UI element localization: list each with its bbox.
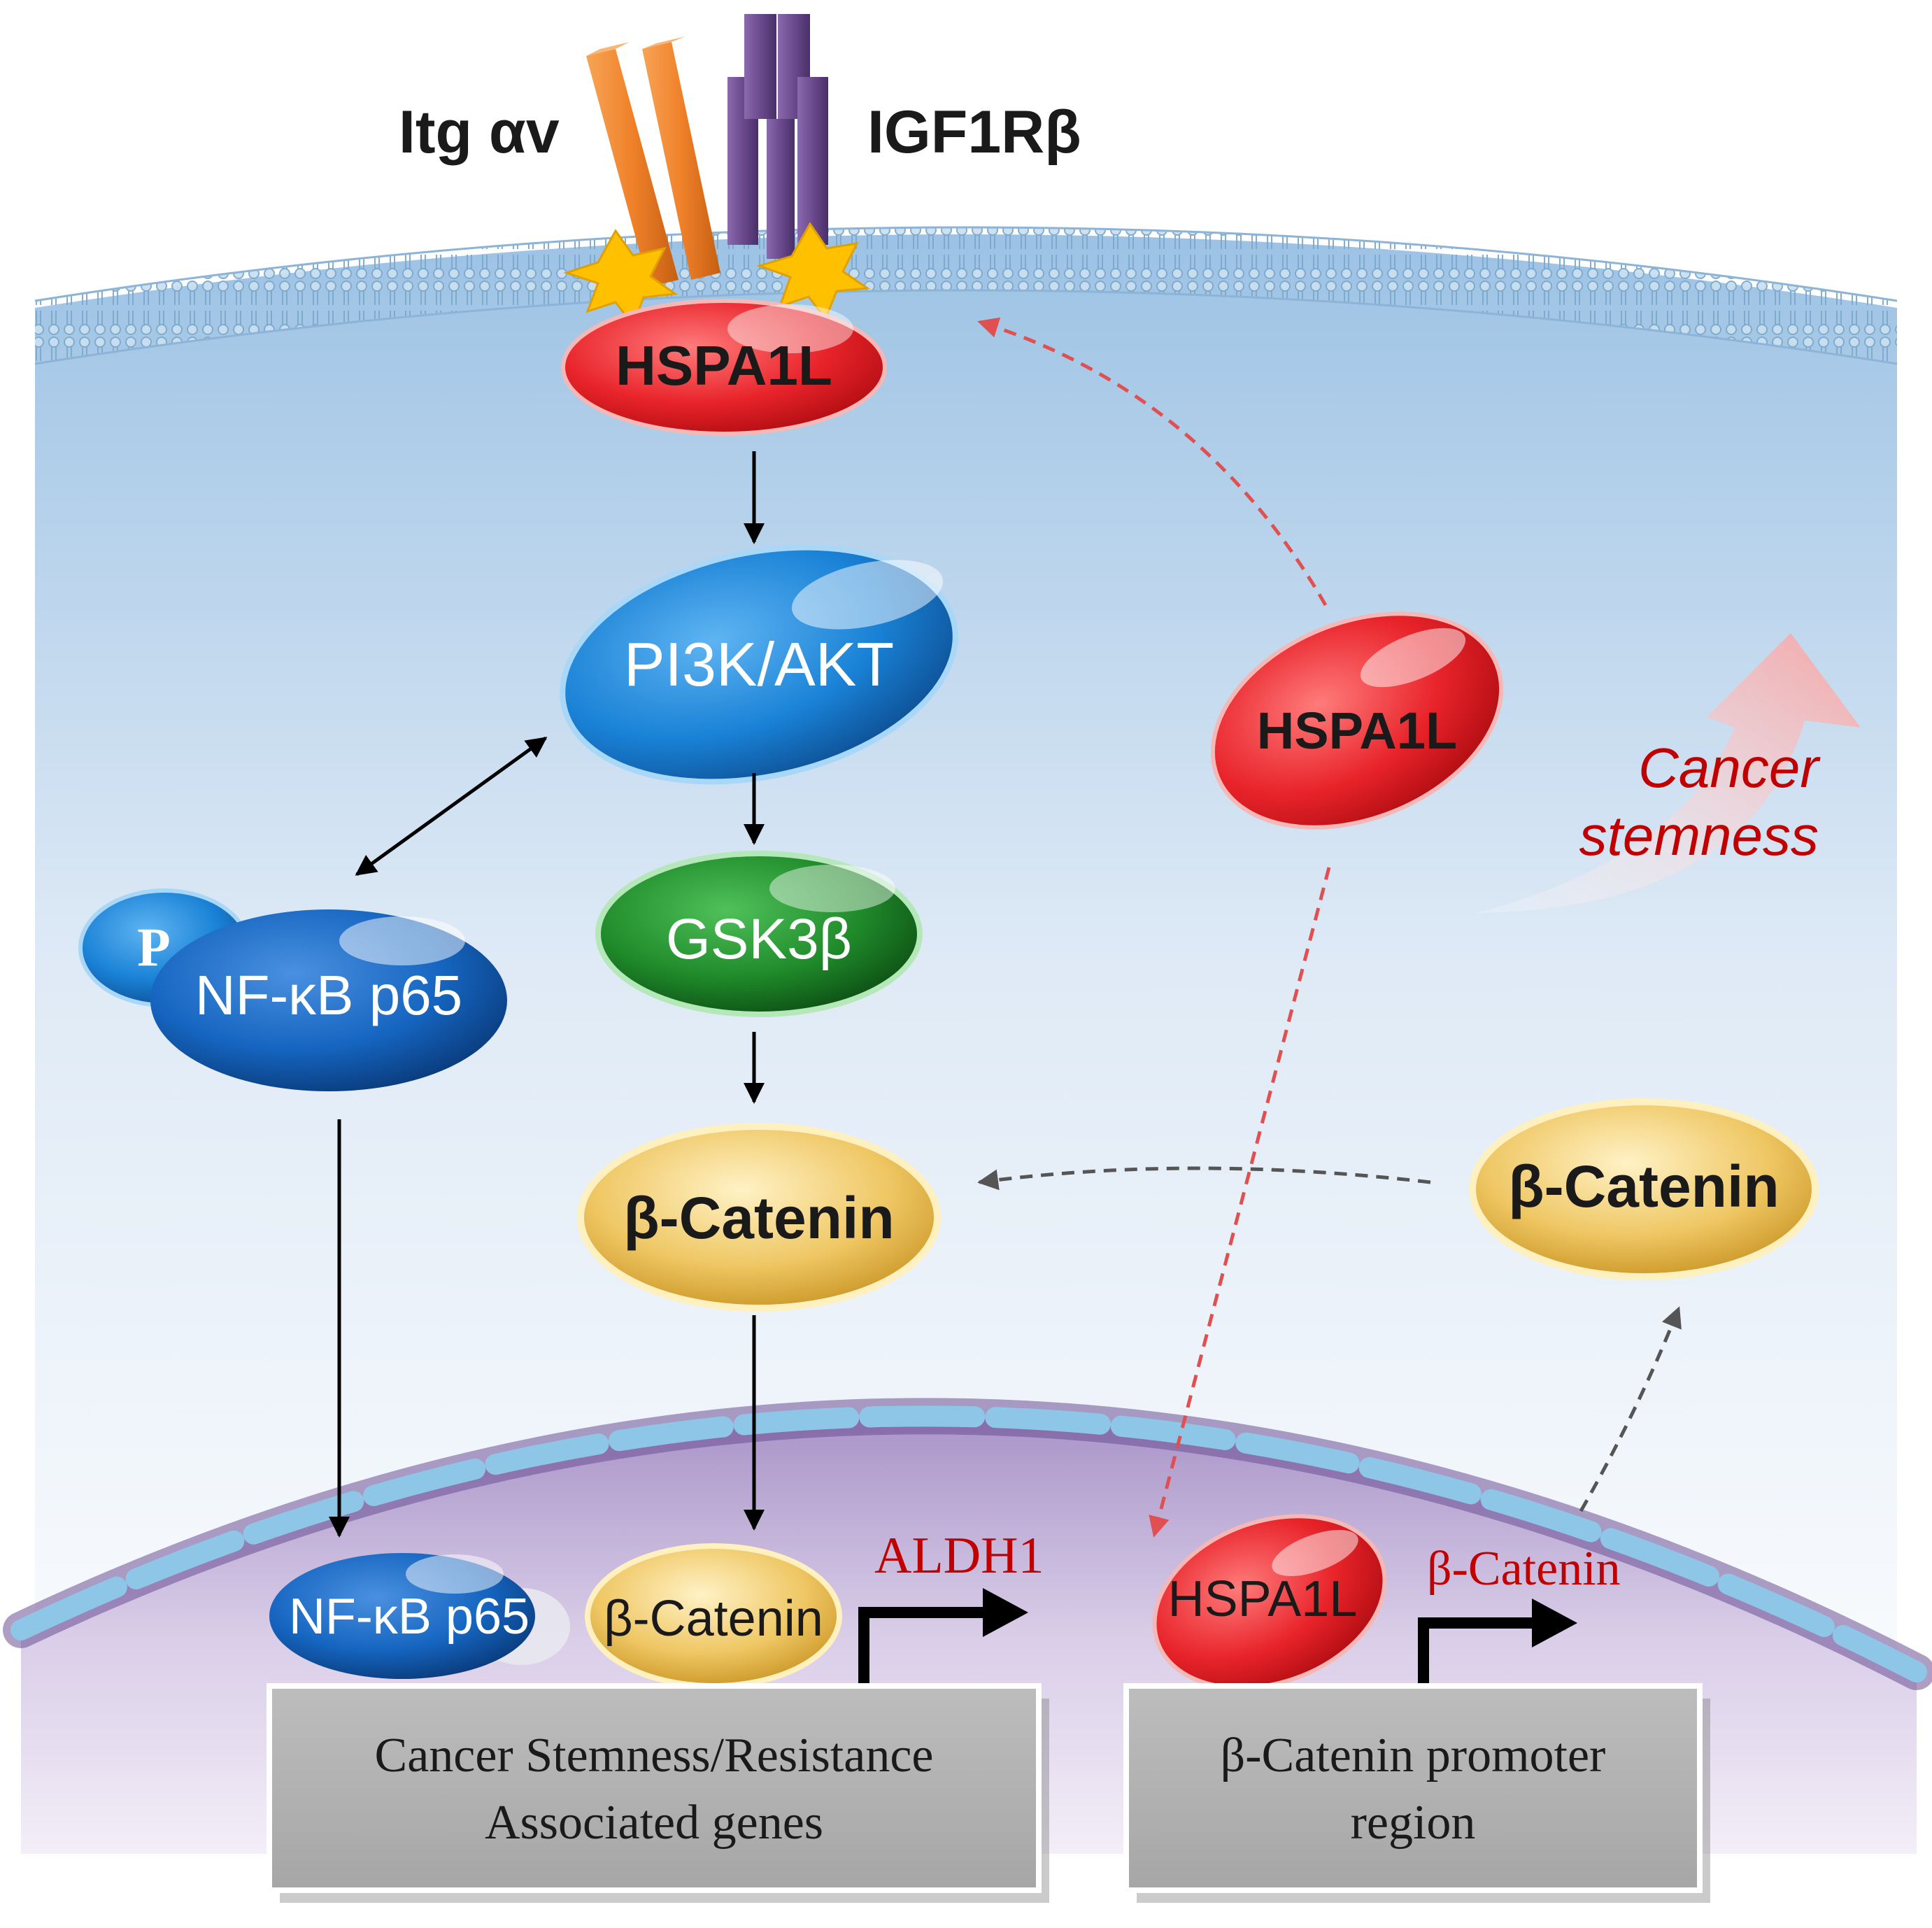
hspa1l-nuc-highlight (1272, 1529, 1358, 1577)
nfkb-nuc-highlight (406, 1554, 504, 1594)
gene-box-right-line2: region (1351, 1796, 1476, 1850)
bcatenin-cyto-node (577, 1123, 941, 1312)
dashed-arrow-hspa1l-to-nucleus (1149, 867, 1331, 1538)
gsk3b-highlight (769, 865, 895, 912)
gene-box-left-line1: Cancer Stemness/Resistance (375, 1729, 934, 1782)
gene-box-right-line1: β-Catenin promoter (1221, 1729, 1606, 1782)
transcription-arrow-bcatenin (1418, 1617, 1539, 1686)
gene-box-left (267, 1683, 1042, 1893)
stemness-label-line1: Cancer (1638, 737, 1821, 799)
nfkb-cyto-highlight (339, 916, 465, 965)
hspa1l-membrane-node (561, 299, 887, 436)
nfkb-nuc-label: NF-κB p65 (289, 1589, 530, 1645)
dashed-arrow-gene-to-bcatenin (1579, 1306, 1682, 1512)
bcatenin-cyto-label: β-Catenin (623, 1185, 894, 1251)
bcatenin-right-node (1469, 1098, 1819, 1280)
arrow-pi3k-nfkb-bidirectional (355, 736, 548, 877)
pi3k-akt-label: PI3K/AKT (624, 630, 894, 699)
pi3k-akt-highlight (791, 560, 944, 630)
hspa1l-membrane-highlight (727, 304, 853, 353)
transcription-arrowhead-bcatenin (1532, 1599, 1577, 1647)
plasma-membrane-edge (34, 226, 1898, 302)
dashed-arrow-hspa1l-to-membrane (977, 317, 1328, 607)
igf1r-beta-label: IGF1Rβ (867, 99, 1081, 166)
dashed-arrow-bcatenin-return (977, 1166, 1431, 1191)
nfkb-cyto-label: NF-κB p65 (195, 964, 462, 1026)
transcription-arrow-aldh1 (858, 1607, 990, 1686)
transcription-arrowhead-aldh1 (983, 1588, 1028, 1637)
igf1r-beta-receptor (727, 14, 828, 259)
bcatenin-nuc-label: β-Catenin (604, 1591, 823, 1647)
gene-box-right (1123, 1683, 1703, 1893)
gsk3b-node (595, 851, 923, 1017)
bcatenin-gene-label: β-Catenin (1427, 1542, 1621, 1596)
itg-av-label: Itg αv (399, 99, 560, 166)
nuclear-envelope-pores (10, 1405, 1927, 1682)
hspa1l-cyto-label: HSPA1L (1257, 702, 1457, 760)
stemness-arrow-icon (1476, 633, 1861, 913)
gene-box-left-line2: Associated genes (485, 1796, 823, 1850)
gsk3b-label: GSK3β (666, 907, 852, 971)
hspa1l-nuc-label: HSPA1L (1168, 1571, 1358, 1627)
stemness-label-line2: stemness (1579, 804, 1819, 867)
plasma-membrane-inner-edge (34, 289, 1898, 365)
bcatenin-right-label: β-Catenin (1508, 1154, 1779, 1219)
aldh1-gene-label: ALDH1 (874, 1527, 1044, 1585)
itg-av-receptor (586, 36, 720, 287)
hspa1l-cyto-highlight (1360, 628, 1466, 688)
plasma-membrane (35, 227, 1897, 364)
hspa1l-membrane-label: HSPA1L (616, 334, 832, 397)
